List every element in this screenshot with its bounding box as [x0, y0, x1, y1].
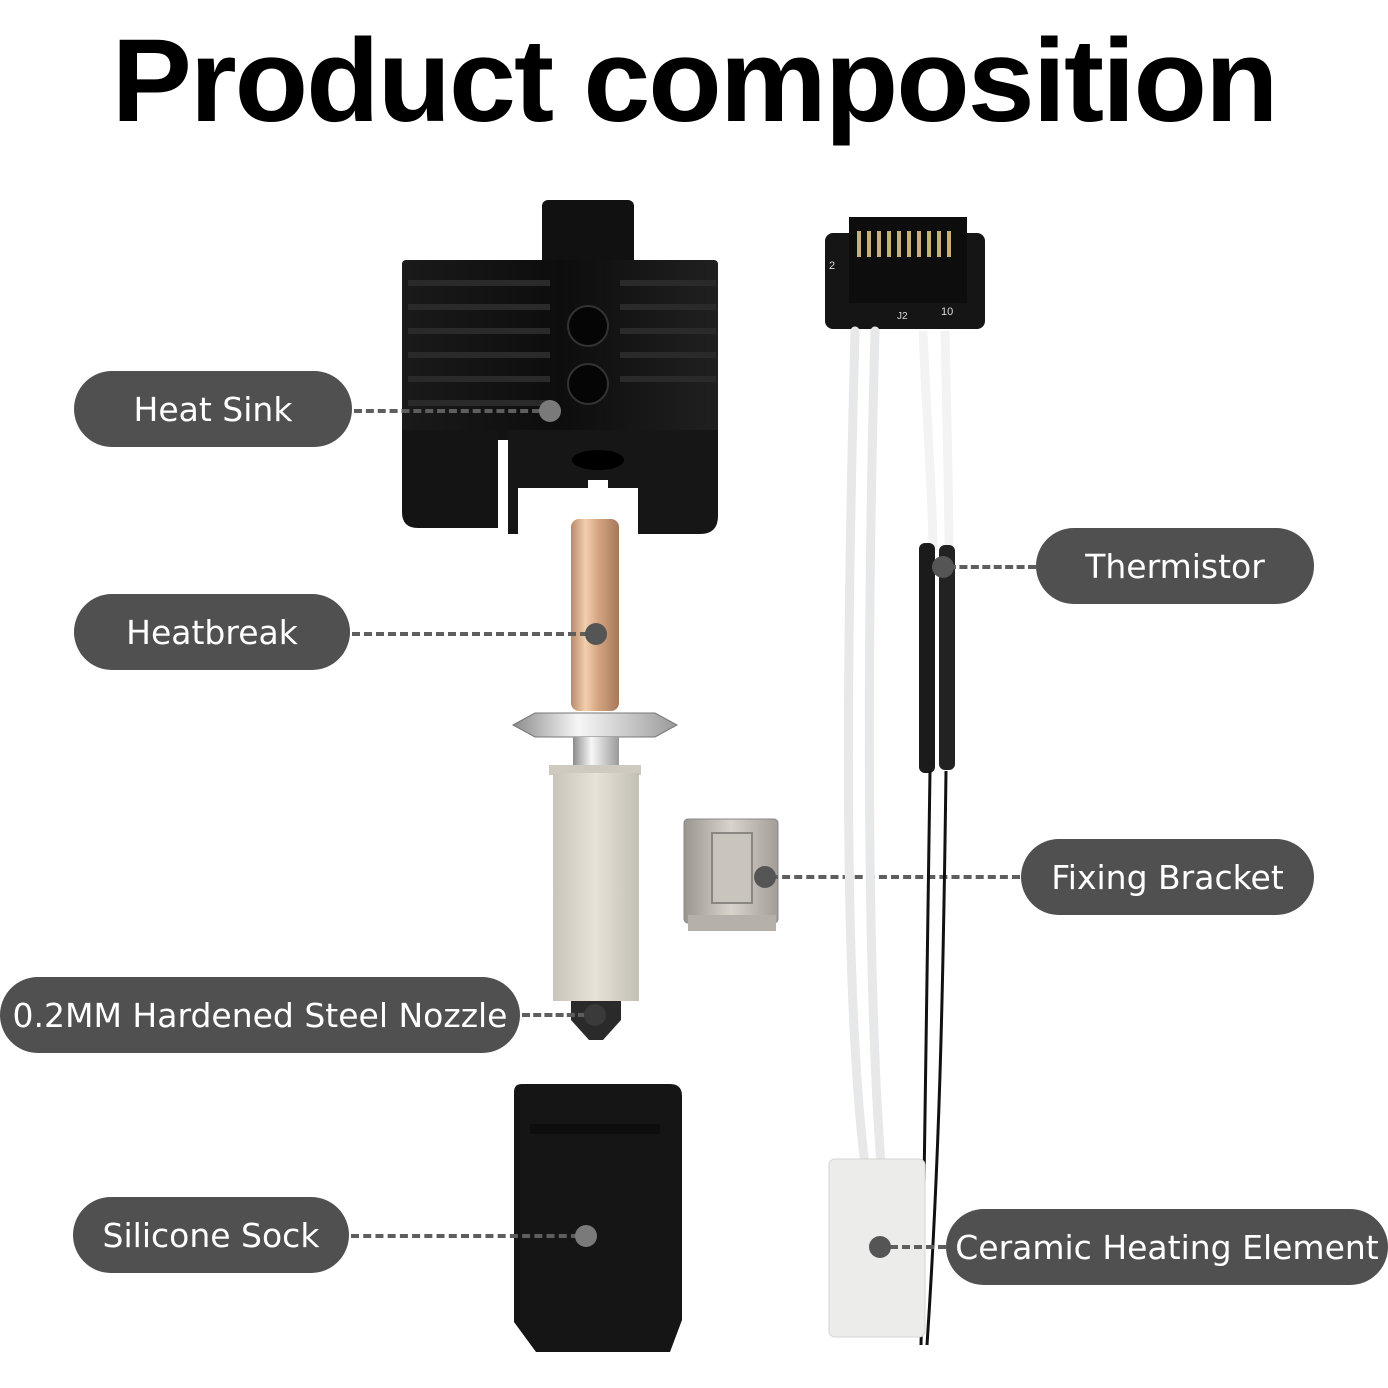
label-silicone-sock-text: Silicone Sock	[102, 1215, 320, 1255]
leader-line-thermistor	[948, 565, 1036, 569]
label-heat-sink: Heat Sink	[74, 371, 352, 447]
cable-assembly-image: J2 10 2	[825, 217, 985, 1346]
leader-line-fixing-bracket	[770, 875, 1020, 879]
pcb-label-j2: J2	[897, 311, 908, 322]
label-heat-sink-text: Heat Sink	[133, 389, 293, 429]
leader-line-nozzle	[522, 1013, 586, 1017]
label-thermistor-text: Thermistor	[1085, 546, 1265, 586]
label-ceramic-heating-element: Ceramic Heating Element	[946, 1209, 1388, 1285]
label-thermistor: Thermistor	[1036, 528, 1314, 604]
pcb-label-pin-10: 10	[941, 306, 953, 318]
leader-line-heatbreak	[352, 632, 588, 636]
anchor-dot-ceramic-heating-element	[869, 1236, 891, 1258]
anchor-dot-fixing-bracket	[754, 866, 776, 888]
pcb-label-pin-2: 2	[829, 260, 835, 272]
anchor-dot-heat-sink	[539, 400, 561, 422]
label-fixing-bracket-text: Fixing Bracket	[1051, 857, 1284, 897]
label-ceramic-heating-element-text: Ceramic Heating Element	[955, 1227, 1379, 1267]
label-nozzle: 0.2MM Hardened Steel Nozzle	[0, 977, 520, 1053]
leader-line-heat-sink	[354, 409, 540, 413]
anchor-dot-silicone-sock	[575, 1225, 597, 1247]
anchor-dot-nozzle	[584, 1004, 606, 1026]
heatbreak-nozzle-assembly-image	[511, 519, 679, 1040]
heat-sink-image	[402, 200, 718, 534]
label-heatbreak: Heatbreak	[74, 594, 350, 670]
label-silicone-sock: Silicone Sock	[73, 1197, 349, 1273]
silicone-sock-image	[514, 1084, 682, 1352]
anchor-dot-thermistor	[932, 556, 954, 578]
leader-line-ceramic-heating-element	[890, 1245, 946, 1249]
page-title: Product composition	[111, 15, 1279, 147]
fixing-bracket-image	[683, 818, 779, 931]
label-fixing-bracket: Fixing Bracket	[1021, 839, 1314, 915]
leader-line-silicone-sock	[351, 1234, 579, 1238]
anchor-dot-heatbreak	[585, 623, 607, 645]
label-heatbreak-text: Heatbreak	[126, 612, 298, 652]
label-nozzle-text: 0.2MM Hardened Steel Nozzle	[12, 995, 508, 1035]
